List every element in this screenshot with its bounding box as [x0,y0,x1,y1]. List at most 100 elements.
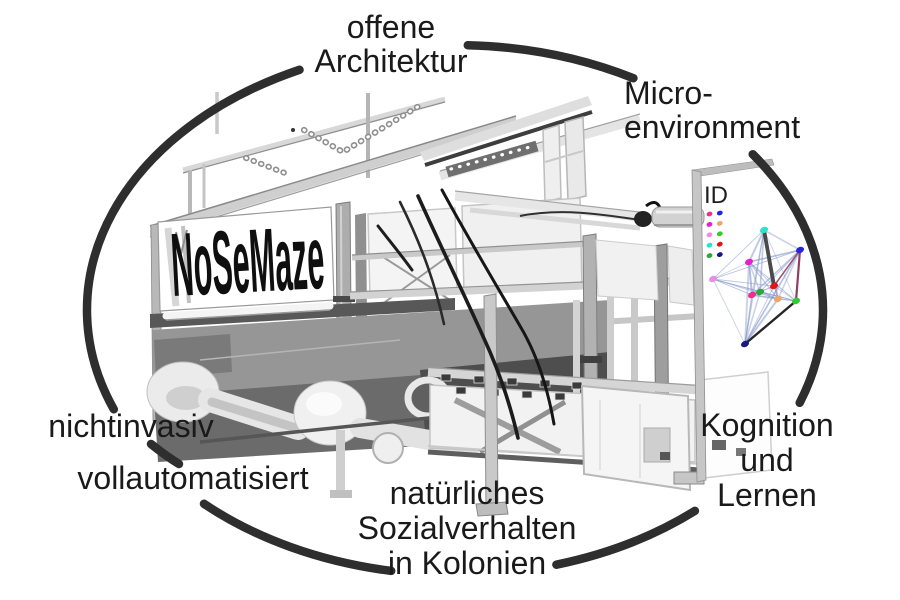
cable [398,200,446,326]
network-edge [748,261,779,300]
cable [440,188,556,426]
network-edge [751,249,801,296]
color-dot [706,211,713,217]
pane-mark [660,452,670,460]
network-edge [773,285,797,302]
roof-rail-edge [182,101,446,174]
post-clamp [333,296,355,302]
glass-pane [542,123,562,203]
chain [300,102,423,156]
network-edge [748,261,761,293]
label-line: Architektur [314,43,468,79]
slim-post [573,300,580,412]
white-tube [162,302,334,320]
label-sozialverhalten: natürliches Sozialverhalten in Kolonien [336,476,598,581]
mid-rail-edge [351,240,591,256]
color-dot [706,242,713,248]
id-legend-right-column [716,210,723,258]
glass-pane [564,116,587,201]
panel-mark [712,440,726,450]
color-dot [740,340,750,348]
id-panel-label: ID [704,182,728,209]
color-dot [706,232,713,238]
panel-line [199,339,401,361]
network-edge [763,229,801,251]
color-dot [795,246,805,254]
arc-segment-dash [146,439,184,469]
label-line: in Kolonien [387,545,547,581]
dot [291,128,295,132]
panel-mark [736,448,746,456]
slim-post [631,293,638,421]
color-dot [716,231,723,237]
network-edge [748,261,753,296]
sign-streak [164,227,180,307]
label-micro-environment: Micro- environment [624,76,844,144]
network-graph-nodes [708,226,805,348]
arc-segment-top [463,40,638,83]
slim-post [607,296,614,416]
network-edge [744,261,750,345]
ellipse-arc [82,40,828,576]
label-line: und [740,442,794,478]
id-panel: ID [691,158,775,483]
label-vollautomatisiert: vollautomatisiert [72,461,314,495]
glass-pane [595,239,659,301]
label-kognition-und-lernen: Kognition und Lernen [667,408,867,513]
color-dot [716,241,723,247]
led-bar [445,140,539,178]
roof-beam-main [150,116,516,236]
arc-segment-left [82,65,304,414]
panel-left-edge [691,169,707,483]
arm-cable [519,211,641,221]
glass-pane [580,384,692,492]
hanging-chains [243,102,423,178]
network-edge [748,249,801,263]
roof-beam-dark [424,110,593,167]
network-edge-strong [773,249,801,287]
arc-segment-bottom-left [199,499,396,576]
tube-core [207,397,301,433]
sign-title: NoSeMaze [169,208,327,316]
color-dot [773,295,783,303]
sign-mark [175,229,188,255]
label-line: nichtinvasiv [48,408,214,444]
leg-post [336,430,345,492]
pane-brace [544,150,584,163]
leg-foot [330,490,352,498]
network-edge-strong [744,300,797,345]
color-dot [759,226,769,234]
network-edge-strong [794,249,802,302]
network-graph-edges [712,229,802,345]
cables [376,188,556,440]
label-line: vollautomatisiert [77,460,309,496]
id-legend-left-column [706,211,713,259]
label-line: Micro- [624,75,713,111]
color-dot [708,275,718,283]
arc-segment-bottom-right [552,506,700,569]
network-edge [759,229,765,293]
label-line: Sozialverhalten [357,510,577,546]
label-line: natürliches [389,475,545,511]
color-dot [791,297,801,305]
arm-bar [454,191,649,223]
box-top-edge [427,366,701,387]
color-dot [706,253,713,259]
network-edge [763,229,797,302]
tube-connector [372,432,404,464]
network-edge [744,298,779,345]
label-line: offene [346,9,436,45]
maze-panel-back [152,300,612,398]
roof-beam-right [420,96,592,161]
network-edge [712,278,753,296]
network-edge [744,291,761,345]
leg-foot [475,501,509,517]
label-line: environment [624,109,801,145]
tube-blob-inner [166,386,206,410]
tube-shadow [165,309,331,321]
dark-rail [150,298,455,328]
network-edge [712,278,746,345]
mid-rail [351,241,591,261]
hook [645,201,662,209]
